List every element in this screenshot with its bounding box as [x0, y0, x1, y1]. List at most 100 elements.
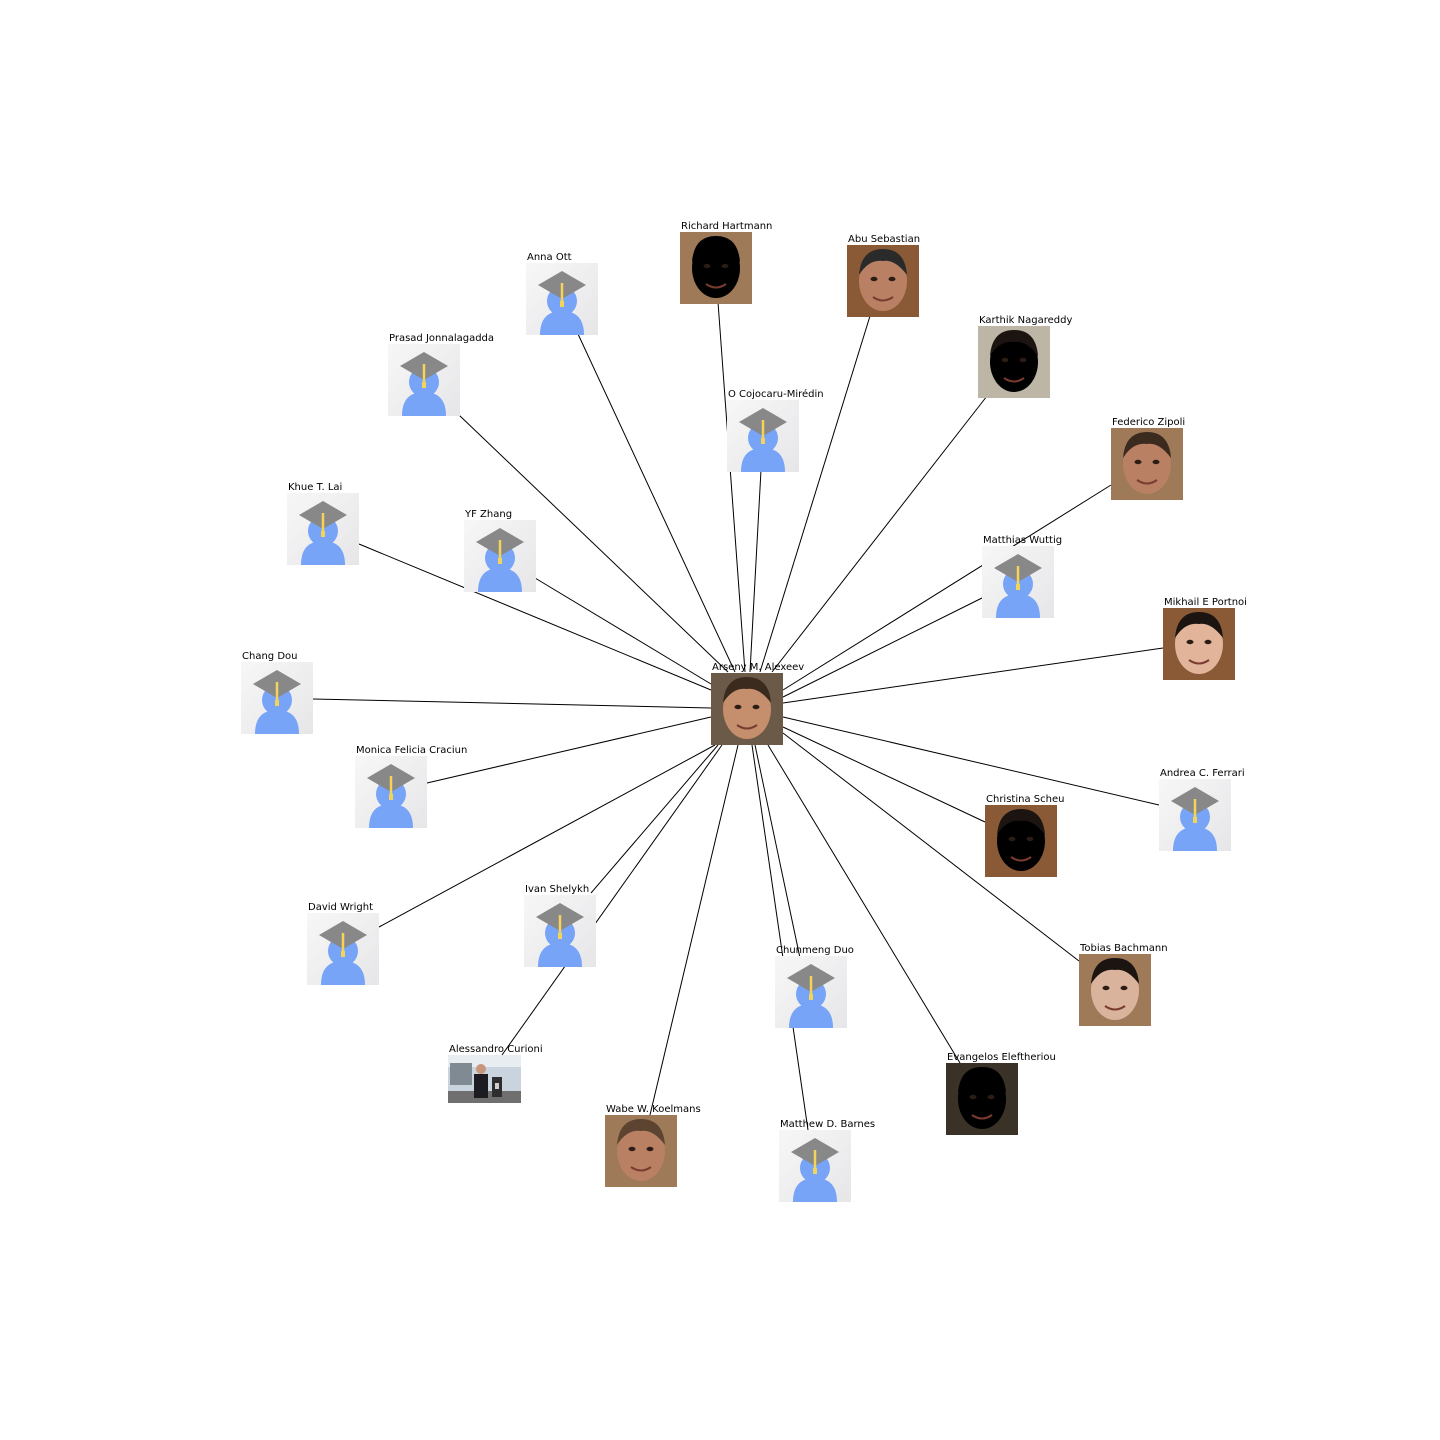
node-khue-t-lai[interactable]: Khue T. Lai [287, 482, 359, 565]
photo-mouth [872, 296, 894, 302]
node-label: YF Zhang [464, 509, 512, 520]
person-body [538, 943, 582, 967]
node-label: Karthik Nagareddy [979, 315, 1072, 326]
node-christina-scheu[interactable]: Christina Scheu [985, 794, 1064, 877]
avatar [605, 1115, 677, 1187]
node-label: Chunmeng Duo [776, 945, 854, 956]
edge-federico-zipoli [782, 484, 1112, 691]
node-prasad-jonnalagadda[interactable]: Prasad Jonnalagadda [388, 333, 494, 416]
avatar [287, 493, 359, 565]
photo-hair [997, 809, 1045, 835]
edge-ivan-shelykh [590, 744, 719, 894]
edge-chunmeng-duo [754, 744, 801, 959]
edge-alessandro-curioni [501, 744, 723, 1056]
node-wabe-w-koelmans[interactable]: Wabe W. Koelmans [605, 1104, 701, 1187]
photo-face [1175, 614, 1223, 674]
photo-mouth [630, 1166, 652, 1172]
person-body [741, 448, 785, 472]
photo-body [474, 1074, 488, 1098]
node-label: Ivan Shelykh [525, 884, 589, 895]
node-alessandro-curioni[interactable]: Alessandro Curioni [448, 1044, 543, 1103]
node-chunmeng-duo[interactable]: Chunmeng Duo [775, 945, 854, 1028]
tassel-end [498, 558, 502, 564]
person-body [369, 804, 413, 828]
edge-david-wright [378, 744, 716, 928]
node-label: Tobias Bachmann [1079, 943, 1168, 954]
person-body [301, 541, 345, 565]
photo-hair [723, 677, 771, 703]
photo-mouth [1010, 856, 1032, 862]
edge-mikhail-e-portnoi [782, 647, 1164, 704]
person-body [478, 568, 522, 592]
node-abu-sebastian[interactable]: Abu Sebastian [847, 234, 920, 317]
node-matthias-wuttig[interactable]: Matthias Wuttig [982, 535, 1062, 618]
edge-richard-hartmann [717, 301, 746, 673]
edge-karthik-nagareddy [771, 395, 988, 673]
node-yf-zhang[interactable]: YF Zhang [464, 509, 536, 592]
person-body [996, 594, 1040, 618]
node-monica-felicia-craciun[interactable]: Monica Felicia Craciun [355, 745, 467, 828]
avatar [355, 756, 427, 828]
node-anna-ott[interactable]: Anna Ott [526, 252, 598, 335]
node-o-cojocaru-miredin[interactable]: O Cojocaru-Mirédin [727, 388, 824, 472]
avatar [727, 400, 799, 472]
photo-eye-right [1026, 836, 1034, 842]
edges-layer [312, 301, 1164, 1131]
avatar [775, 956, 847, 1028]
avatar [464, 520, 536, 592]
edge-christina-scheu [782, 726, 986, 823]
photo-building [450, 1063, 472, 1085]
node-arseny-m-alexeev[interactable]: Arseny M. Alexeev [711, 662, 804, 745]
node-ivan-shelykh[interactable]: Ivan Shelykh [524, 884, 596, 967]
node-chang-dou[interactable]: Chang Dou [241, 651, 313, 734]
photo-hair [859, 249, 907, 275]
node-federico-zipoli[interactable]: Federico Zipoli [1111, 417, 1185, 500]
node-andrea-c-ferrari[interactable]: Andrea C. Ferrari [1159, 768, 1245, 851]
photo-mouth [971, 1114, 993, 1120]
node-tobias-bachmann[interactable]: Tobias Bachmann [1079, 943, 1168, 1026]
node-richard-hartmann[interactable]: Richard Hartmann [680, 221, 772, 304]
photo-face [1091, 960, 1139, 1020]
photo-face [692, 238, 740, 298]
node-label: Prasad Jonnalagadda [389, 333, 494, 344]
photo-eye-right [646, 1146, 654, 1152]
photo-eye-left [969, 1094, 977, 1100]
node-evangelos-eleftheriou[interactable]: Evangelos Eleftheriou [946, 1052, 1056, 1135]
photo-eye-left [1186, 639, 1194, 645]
edge-yf-zhang [534, 577, 712, 685]
node-label: Anna Ott [527, 252, 572, 263]
photo-hair [1123, 432, 1171, 458]
node-label: Alessandro Curioni [449, 1044, 543, 1055]
photo-face [990, 332, 1038, 392]
avatar [388, 344, 460, 416]
person-body [789, 1004, 833, 1028]
tassel-end [761, 438, 765, 444]
photo-eye-left [1134, 459, 1142, 465]
tassel-end [341, 951, 345, 957]
node-david-wright[interactable]: David Wright [307, 902, 379, 985]
photo-mouth [736, 724, 758, 730]
photo-hair [617, 1119, 665, 1145]
photo-eye-right [987, 1094, 995, 1100]
tassel-end [1193, 817, 1197, 823]
edge-khue-t-lai [358, 543, 712, 691]
photo-eye-left [1102, 985, 1110, 991]
photo-mouth [1188, 659, 1210, 665]
node-karthik-nagareddy[interactable]: Karthik Nagareddy [978, 315, 1072, 398]
node-label: Evangelos Eleftheriou [947, 1052, 1056, 1063]
node-label: Matthew D. Barnes [780, 1119, 875, 1130]
avatar [680, 232, 752, 304]
photo-eye-right [752, 704, 760, 710]
edge-prasad-jonnalagadda [458, 414, 729, 673]
photo-eye-left [628, 1146, 636, 1152]
tassel-end [321, 531, 325, 537]
photo-eye-left [1001, 357, 1009, 363]
node-label: Matthias Wuttig [983, 535, 1062, 546]
avatar [779, 1130, 851, 1202]
edge-abu-sebastian [759, 315, 871, 673]
node-matthew-d-barnes[interactable]: Matthew D. Barnes [779, 1119, 875, 1202]
node-label: Andrea C. Ferrari [1160, 768, 1245, 779]
node-mikhail-e-portnoi[interactable]: Mikhail E Portnoi [1163, 597, 1247, 680]
avatar [241, 662, 313, 734]
